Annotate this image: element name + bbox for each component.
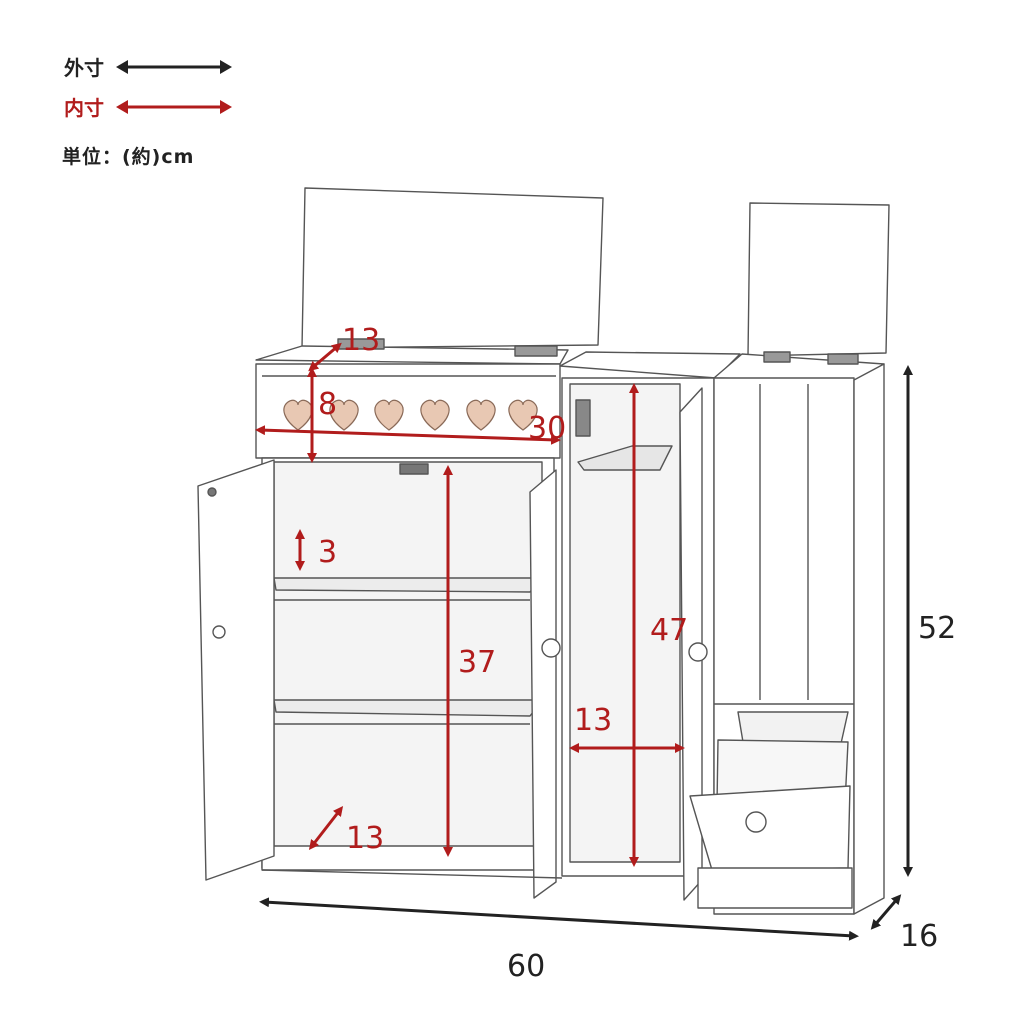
legend-outer: 外寸	[64, 52, 234, 81]
base	[697, 867, 853, 909]
middle-height-label: 47	[650, 613, 688, 648]
left-lid	[301, 187, 604, 349]
left-base	[261, 845, 555, 871]
outer-depth-arrow	[870, 894, 902, 930]
cabinet-height-label: 37	[458, 645, 496, 680]
heart-icon	[466, 399, 496, 431]
right-side	[853, 363, 885, 915]
middle-door-left	[529, 469, 557, 899]
double-arrow-icon	[116, 99, 232, 114]
shelf-gap-label: 3	[318, 535, 337, 570]
left-cabinet-inside	[273, 461, 543, 855]
cabinet-drawing	[197, 187, 890, 915]
tilt-bin-front	[689, 785, 851, 871]
heart-cutouts	[283, 399, 538, 431]
outer-dimension-arrows	[259, 365, 913, 941]
heart-icon	[329, 399, 359, 431]
heart-icon	[420, 399, 450, 431]
top-box-width-arrow	[255, 425, 561, 445]
middle-hook-shelf	[577, 445, 673, 471]
legend-inner: 内寸	[64, 92, 234, 121]
legend-inner-label: 内寸	[64, 96, 104, 120]
left-shelf-1	[273, 577, 543, 593]
double-arrow-icon	[116, 59, 232, 74]
middle-top	[559, 351, 741, 379]
handle	[399, 463, 429, 475]
outer-depth-label: 16	[900, 919, 938, 954]
left-door	[197, 459, 275, 881]
top-box-depth-label: 13	[342, 323, 380, 358]
heart-icon	[374, 399, 404, 431]
unit-note: 単位：(約)cm	[62, 146, 195, 168]
top-box-width-label: 30	[528, 411, 566, 446]
cabinet-depth-label: 13	[346, 821, 384, 856]
outer-width-label: 60	[507, 949, 545, 984]
inner-dimension-arrows	[255, 342, 685, 867]
legend-outer-label: 外寸	[64, 56, 104, 80]
outer-width-arrow	[259, 897, 859, 941]
heart-icon	[508, 399, 538, 431]
top-box-depth-arrow	[308, 342, 342, 372]
cabinet-depth-arrow	[308, 806, 344, 850]
outer-height-label: 52	[918, 611, 956, 646]
top-box-height-label: 8	[318, 387, 337, 422]
middle-width-label: 13	[574, 703, 612, 738]
right-lid	[747, 202, 890, 357]
